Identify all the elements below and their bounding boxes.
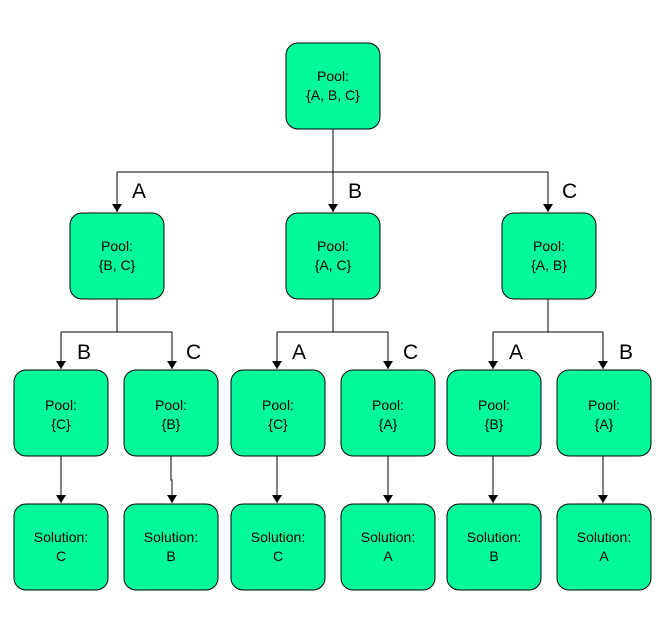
node-level1-1: Pool: {B, C} [69,212,165,300]
leaf-1: Solution: C [13,503,109,591]
node-level2-5-line1: Pool: [478,397,510,413]
node-level2-5-box [446,369,542,457]
node-level2-1: Pool: {C} [13,369,109,457]
leaf-2-box [123,503,219,591]
node-level2-4: Pool: {A} [340,369,436,457]
node-level2-4-line2: {A} [379,416,398,432]
node-level1-1-line1: Pool: [101,238,133,254]
leaf-3-line2: C [273,548,283,564]
node-level2-2-box [123,369,219,457]
node-level2-2-line2: {B} [162,416,181,432]
node-level2-5-line2: {B} [485,416,504,432]
edges-level2 [56,456,608,503]
node-level2-4-line1: Pool: [372,397,404,413]
node-level2-6-box [556,369,652,457]
node-level1-2-line1: Pool: [317,238,349,254]
node-root-box [285,42,381,130]
leaf-6-line1: Solution: [577,529,631,545]
edge-label-root-n2: B [348,180,362,203]
node-level1-1-line2: {B, C} [99,257,136,273]
node-level1-2-box [285,212,381,300]
node-level2-6-line2: {A} [595,416,614,432]
edge-label-n1-n12: C [186,341,201,364]
node-level2-4-box [340,369,436,457]
edge-labels: A B C B C A C A B [77,180,633,364]
edge-label-n2-n22: C [403,341,418,364]
leaf-1-line2: C [56,548,66,564]
node-level1-3-box [501,212,597,300]
node-level1-2-line2: {A, C} [315,257,352,273]
node-level2-1-box [13,369,109,457]
node-level2-3-box [230,369,326,457]
leaf-6: Solution: A [556,503,652,591]
node-level1-3-line2: {A, B} [531,257,567,273]
edge-label-root-n3: C [562,180,577,203]
node-level2-6: Pool: {A} [556,369,652,457]
node-level2-3-line2: {C} [268,416,288,432]
node-level1-2: Pool: {A, C} [285,212,381,300]
node-level2-1-line2: {C} [51,416,71,432]
edge-label-n1-n11: B [77,341,91,364]
edge-label-n2-n21: A [292,341,306,364]
node-root-line2: {A, B, C} [306,87,360,103]
node-level1-1-box [69,212,165,300]
node-level2-2: Pool: {B} [123,369,219,457]
edge-label-n3-n32: B [619,341,633,364]
node-level2-2-line1: Pool: [155,397,187,413]
leaf-2-line1: Solution: [144,529,198,545]
node-root-line1: Pool: [317,68,349,84]
node-level1-3: Pool: {A, B} [501,212,597,300]
leaf-5-line1: Solution: [467,529,521,545]
node-level2-3: Pool: {C} [230,369,326,457]
leaf-1-box [13,503,109,591]
leaf-1-line1: Solution: [34,529,88,545]
node-level2-1-line1: Pool: [45,397,77,413]
edge-label-n3-n31: A [509,341,523,364]
leaf-2: Solution: B [123,503,219,591]
leaf-4-box [340,503,436,591]
edges-root [112,129,553,212]
edge-n12-to-leaf [167,456,177,503]
node-level1-3-line1: Pool: [533,238,565,254]
edges-level1 [56,299,608,369]
node-level2-6-line1: Pool: [588,397,620,413]
leaf-4-line1: Solution: [361,529,415,545]
leaf-4: Solution: A [340,503,436,591]
node-root: Pool: {A, B, C} [285,42,381,130]
leaf-6-box [556,503,652,591]
node-level2-3-line1: Pool: [262,397,294,413]
edge-label-root-n1: A [132,180,146,203]
leaf-3: Solution: C [230,503,326,591]
leaf-3-box [230,503,326,591]
leaf-3-line1: Solution: [251,529,305,545]
node-level2-5: Pool: {B} [446,369,542,457]
leaf-5-line2: B [489,548,498,564]
leaf-5: Solution: B [446,503,542,591]
leaf-5-box [446,503,542,591]
leaf-2-line2: B [166,548,175,564]
leaf-4-line2: A [383,548,393,564]
leaf-6-line2: A [599,548,609,564]
